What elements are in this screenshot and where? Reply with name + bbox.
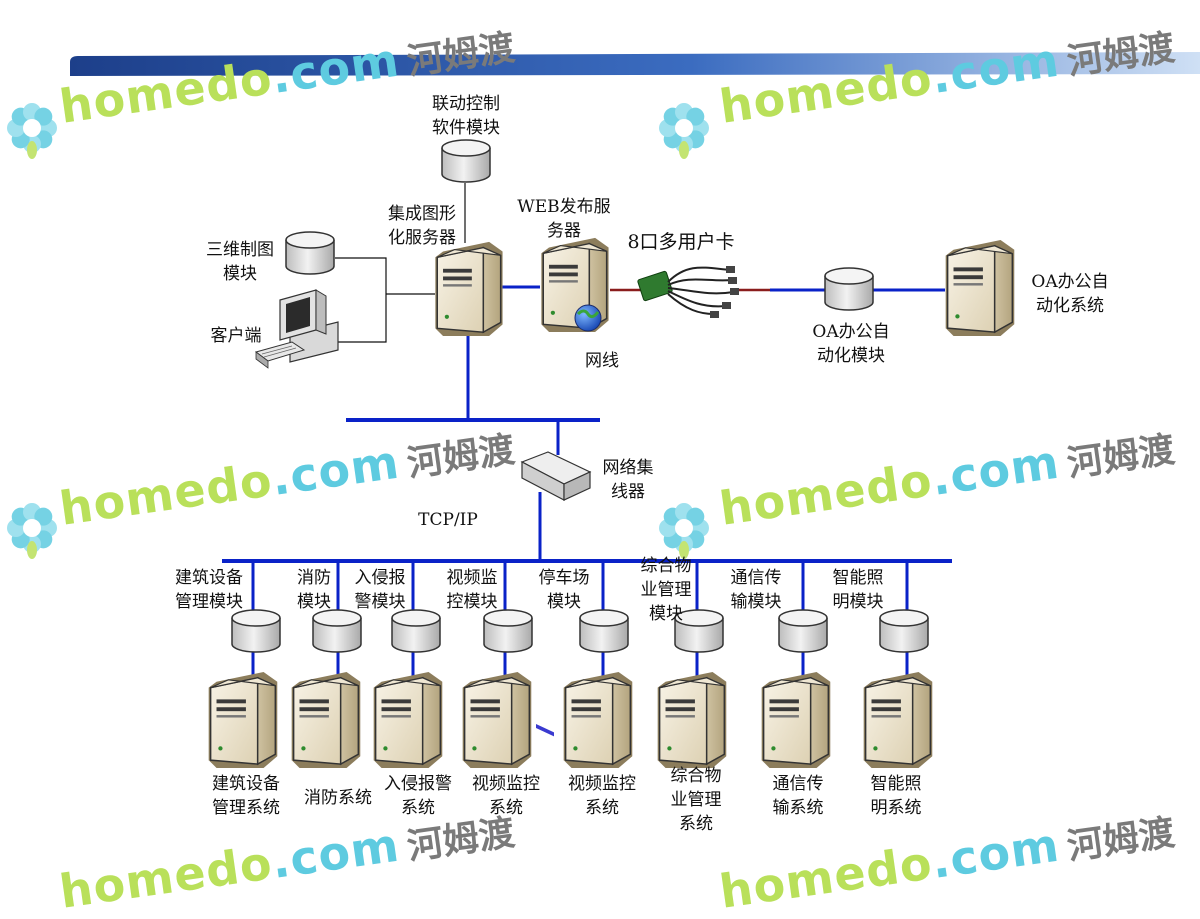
graphics-server-label: 集成图形 化服务器 bbox=[388, 204, 456, 248]
subsystem-module-label: 消防 模块 bbox=[297, 568, 331, 612]
oa-module-cylinder-icon bbox=[824, 267, 874, 311]
network-architecture-diagram bbox=[7, 52, 1200, 768]
globe-icon bbox=[574, 304, 602, 332]
subsystem-module-label: 通信传 输模块 bbox=[730, 568, 782, 612]
subsystem-server-icon bbox=[760, 671, 832, 768]
subsystem-server-icon bbox=[290, 671, 362, 768]
oa-system-label: OA办公自 动化系统 bbox=[1031, 272, 1109, 316]
subsystem-system-label: 综合物 业管理 系统 bbox=[670, 766, 722, 834]
web-server-label: WEB发布服 务器 bbox=[517, 197, 611, 241]
subsystem-module-cylinder-icon bbox=[579, 609, 629, 653]
subsystem-module-label: 综合物 业管理 模块 bbox=[640, 556, 692, 624]
subsystem-system-label: 智能照 明系统 bbox=[870, 774, 922, 818]
desktop-computer-icon bbox=[254, 289, 339, 369]
subsystem-server-icon bbox=[862, 671, 934, 768]
subsystem-module-cylinder-icon bbox=[483, 609, 533, 653]
homedo-flower-logo-icon bbox=[7, 103, 57, 159]
oa-module-label: OA办公自 动化模块 bbox=[812, 322, 890, 366]
header-banner bbox=[70, 52, 1200, 76]
map3d-module-label: 三维制图 模块 bbox=[206, 240, 274, 284]
subsystem-system-label: 通信传 输系统 bbox=[772, 774, 824, 818]
subsystem-module-cylinder-icon bbox=[778, 609, 828, 653]
linkage-module-label: 联动控制 软件模块 bbox=[432, 94, 500, 138]
card-label: 8口多用户卡 bbox=[627, 231, 735, 253]
subsystem-module-label: 入侵报 警模块 bbox=[354, 568, 406, 612]
subsystem-module-cylinder-icon bbox=[312, 609, 362, 653]
subsystem-server-icon bbox=[207, 671, 279, 768]
homedo-flower-logo-icon bbox=[659, 503, 709, 559]
linkage-module-cylinder-icon bbox=[441, 139, 491, 183]
subsystem-server-icon bbox=[461, 671, 533, 768]
subsystem-server-icon bbox=[656, 671, 728, 768]
homedo-flower-logo-icon bbox=[659, 103, 709, 159]
subsystem-module-cylinder-icon bbox=[391, 609, 441, 653]
subsystem-module-cylinder-icon bbox=[231, 609, 281, 653]
subsystem-system-label: 建筑设备 管理系统 bbox=[212, 774, 280, 818]
subsystem-server-icon bbox=[562, 671, 634, 768]
client-label: 客户端 bbox=[210, 326, 262, 346]
oa-system-server-icon bbox=[944, 239, 1016, 336]
homedo-flower-logo-icon bbox=[7, 503, 57, 559]
hub-label: 网络集 线器 bbox=[602, 458, 654, 502]
network-hub-icon bbox=[520, 451, 592, 737]
client-bracket-line bbox=[335, 257, 387, 343]
subsystem-system-label: 消防系统 bbox=[304, 788, 372, 808]
subsystem-system-label: 视频监控 系统 bbox=[472, 774, 540, 818]
network-cable-label: 网线 bbox=[585, 351, 619, 371]
map3d-module-cylinder-icon bbox=[285, 231, 335, 275]
subsystems-group bbox=[207, 561, 934, 768]
tcpip-label: TCP/IP bbox=[418, 510, 478, 530]
subsystem-server-icon bbox=[372, 671, 444, 768]
subsystem-module-label: 智能照 明模块 bbox=[832, 568, 884, 612]
subsystem-system-label: 视频监控 系统 bbox=[568, 774, 636, 818]
subsystem-module-label: 建筑设备 管理模块 bbox=[175, 568, 243, 612]
subsystem-module-label: 视频监 控模块 bbox=[446, 568, 498, 612]
graphics-server-icon bbox=[434, 241, 504, 336]
subsystem-module-cylinder-icon bbox=[879, 609, 929, 653]
subsystem-system-label: 入侵报警 系统 bbox=[384, 774, 452, 818]
subsystem-module-label: 停车场 模块 bbox=[538, 568, 590, 612]
serial-cable-card-icon bbox=[637, 266, 739, 318]
